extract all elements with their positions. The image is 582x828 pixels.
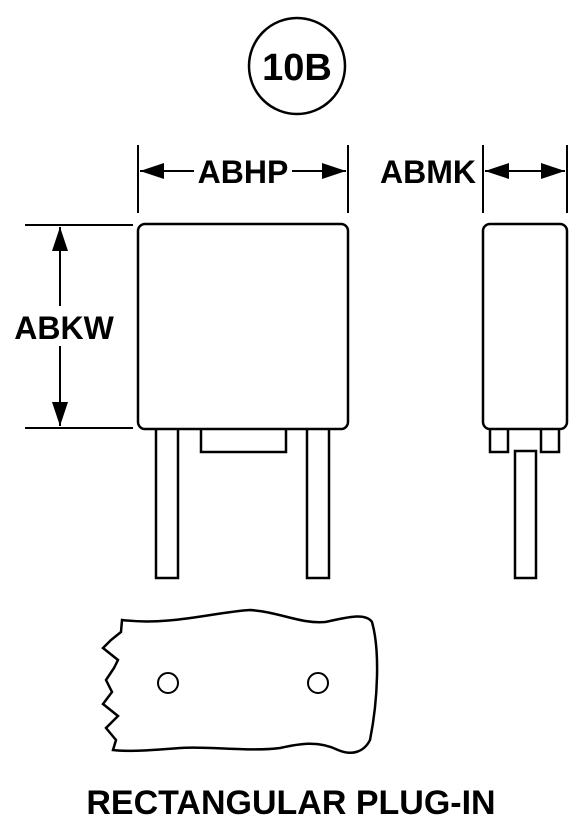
mounting-hole-left xyxy=(157,672,179,694)
front-body xyxy=(136,222,350,431)
side-view xyxy=(481,222,569,580)
depth-arrow-left xyxy=(485,163,509,179)
figure-badge: 10B xyxy=(247,16,347,116)
front-standoff xyxy=(199,426,288,454)
height-arrow-top xyxy=(52,227,68,251)
height-arrow-bottom xyxy=(52,402,68,426)
side-body xyxy=(481,222,569,431)
front-lead-left xyxy=(154,426,180,580)
width-arrow-right xyxy=(322,163,346,179)
depth-arrow-right xyxy=(541,163,565,179)
badge-label: 10B xyxy=(262,47,332,89)
height-dimension: ABKW xyxy=(14,224,133,429)
depth-label: ABMK xyxy=(380,154,476,190)
front-lead-right xyxy=(305,426,331,580)
mounting-plate xyxy=(101,608,379,754)
mounting-plate-outline xyxy=(101,608,379,754)
width-label: ABHP xyxy=(198,154,289,190)
side-standoff-right xyxy=(539,426,561,454)
badge-circle xyxy=(247,16,347,116)
side-standoff-left xyxy=(488,426,510,454)
diagram-caption: RECTANGULAR PLUG-IN xyxy=(86,784,495,822)
width-dimension: ABHP xyxy=(137,145,349,213)
mounting-hole-right xyxy=(307,672,329,694)
width-arrow-left xyxy=(140,163,164,179)
depth-dimension: ABMK xyxy=(380,145,568,213)
side-lead xyxy=(513,449,538,580)
front-view xyxy=(136,222,350,580)
height-label: ABKW xyxy=(14,310,114,346)
